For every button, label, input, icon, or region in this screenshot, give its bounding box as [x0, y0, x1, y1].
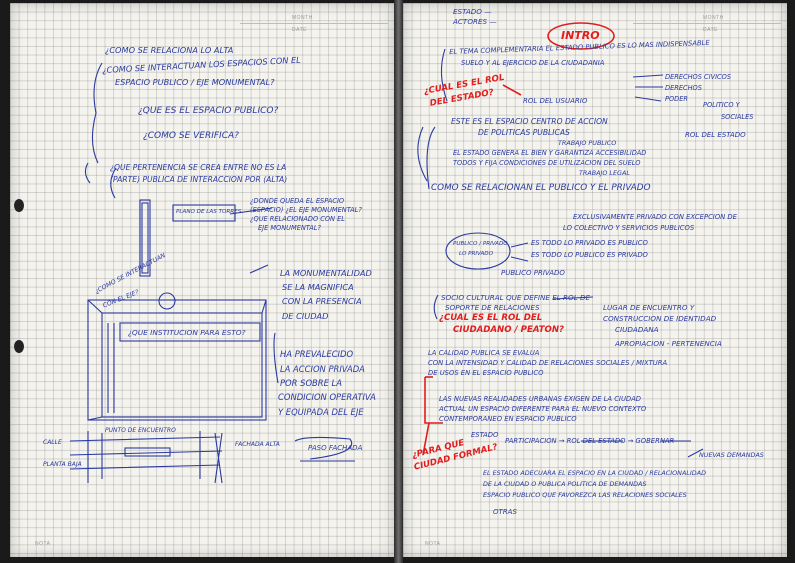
right-line-15c: NUEVAS DEMANDAS: [699, 451, 764, 459]
paragraph-5: Y EQUIPADA DEL EJE: [278, 407, 364, 417]
red-question-2b: CIUDADANO / PEATON?: [453, 325, 565, 335]
top-note-1: ESTADO —: [453, 7, 492, 16]
right-line-11d: CONSTRUCCION DE IDENTIDAD: [603, 314, 717, 323]
right-line-14: LAS NUEVAS REALIDADES URBANAS EXIGEN DE …: [439, 395, 642, 403]
header-date: DATE: [703, 27, 718, 33]
right-line-14c: CONTEMPORANEO EN ESPACIO PUBLICO: [439, 415, 577, 423]
left-question-5b: (PARTE) PUBLICA DE INTERACCION POR (ALTA…: [110, 175, 288, 184]
right-line-4b: DE POLITICAS PUBLICAS: [478, 128, 570, 137]
middle-note-4: DE CIUDAD: [282, 311, 329, 321]
footer-nota: NOTA: [35, 541, 51, 547]
header-date: DATE: [292, 27, 307, 33]
right-line-6c: TRABAJO LEGAL: [579, 169, 630, 177]
paragraph-4: CONDICION OPERATIVA: [278, 392, 376, 402]
note-1: ¿DONDE QUEDA EL ESPACIO: [250, 197, 345, 205]
paragraph-3: POR SOBRE LA: [280, 378, 342, 388]
right-line-11e: CIUDADANA: [615, 325, 659, 334]
right-line-1b: SUELO Y AL EJERCICIO DE LA CIUDADANIA: [461, 59, 605, 67]
right-line-17: OTRAS: [493, 508, 517, 516]
right-line-11c: LUGAR DE ENCUENTRO Y: [603, 303, 695, 312]
top-note-2: ACTORES —: [453, 17, 497, 26]
binder-hole: [14, 340, 24, 353]
right-line-14b: ACTUAL UN ESPACIO DIFERENTE PARA EL NUEV…: [439, 405, 647, 413]
footer-nota: NOTA: [425, 541, 441, 547]
note-1b: (ESPACIO) ¿EL EJE MONUMENTAL?: [250, 206, 362, 214]
sketch-label: PLANO DE LAS TORRES: [176, 209, 242, 215]
right-line-13: LA CALIDAD PUBLICA SE EVALUA: [428, 349, 540, 357]
right-line-4: ESTE ES EL ESPACIO CENTRO DE ACCION: [451, 117, 608, 126]
right-line-9: ES TODO LO PRIVADO ES PUBLICO: [531, 239, 648, 247]
binder-hole: [14, 199, 24, 212]
right-line-2c: PODER: [665, 95, 688, 103]
paragraph-1: HA PREVALECIDO: [280, 349, 354, 359]
middle-note-2: SE LA MAGNIFICA: [282, 282, 354, 292]
right-line-2e: SOCIALES: [721, 113, 754, 121]
bottom-label-2: PUNTO DE ENCUENTRO: [105, 427, 176, 434]
red-question-2: ¿CUAL ES EL ROL DEL: [439, 313, 543, 323]
left-sketches: [69, 62, 355, 484]
right-line-2d: POLITICO Y: [703, 101, 740, 109]
right-line-12: APROPIACION - PERTENENCIA: [615, 339, 722, 348]
right-line-8b: LO COLECTIVO Y SERVICIOS PUBLICOS: [563, 224, 695, 232]
paragraph-2: LA ACCION PRIVADA: [280, 364, 365, 374]
intro-title: INTRO: [561, 29, 600, 42]
note-1d: EJE MONUMENTAL?: [258, 224, 321, 232]
right-line-6b: TODOS Y FIJA CONDICIONES DE UTILIZACION …: [453, 159, 641, 167]
oval-label-2: LO PRIVADO: [459, 251, 494, 257]
right-line-8: EXCLUSIVAMENTE PRIVADO CON EXCEPCION DE: [573, 213, 737, 221]
left-question-3: ¿QUE ES EL ESPACIO PUBLICO?: [138, 106, 279, 116]
right-line-11b: SOPORTE DE RELACIONES: [445, 303, 540, 312]
bottom-label-1: CALLE: [43, 439, 62, 446]
left-question-5: ¿QUE PERTENENCIA SE CREA ENTRE NO ES LA: [110, 163, 287, 172]
right-line-15b: PARTICIPACION → ROL DEL ESTADO → GOBERNA…: [505, 437, 675, 445]
right-line-2b: DERECHOS: [665, 84, 702, 92]
header-month: MONTH: [292, 15, 313, 21]
right-heading: COMO SE RELACIONAN EL PUBLICO Y EL PRIVA…: [431, 183, 651, 193]
middle-note-1: LA MONUMENTALIDAD: [280, 268, 372, 278]
oval-label: PUBLICO / PRIVADO: [453, 241, 508, 247]
right-line-13c: DE USOS EN EL ESPACIO PUBLICO: [428, 369, 544, 377]
bottom-label-5: PLANTA BAJA: [43, 461, 82, 468]
right-sketches: [417, 22, 704, 458]
right-line-2a: DERECHOS CIVICOS: [665, 73, 732, 81]
right-line-10: PUBLICO PRIVADO: [501, 269, 565, 277]
header-rule: [240, 23, 388, 24]
right-line-16b: DE LA CIUDAD O PUBLICA POLITICA DE DEMAN…: [483, 480, 647, 488]
box-label: ¿QUE INSTITUCION PARA ESTO?: [128, 328, 246, 337]
right-line-13b: CON LA INTENSIDAD Y CALIDAD DE RELACIONE…: [428, 359, 668, 367]
note-1c: ¿QUE RELACIONADO CON EL: [250, 215, 345, 223]
right-line-5: TRABAJO PUBLICO: [558, 139, 617, 147]
right-line-3: ROL DEL USUARIO: [523, 97, 588, 105]
right-line-4c: ROL DEL ESTADO: [685, 131, 746, 139]
header-rule: [633, 23, 781, 24]
left-question-4: ¿COMO SE VERIFICA?: [143, 131, 239, 141]
right-line-9b: ES TODO LO PUBLICO ES PRIVADO: [531, 251, 648, 259]
middle-note-3: CON LA PRESENCIA: [282, 296, 362, 306]
left-notebook-page: MONTH DATE NOTA: [10, 3, 394, 557]
notebook-spine: [394, 0, 403, 563]
right-line-6: EL ESTADO GENERA EL BIEN Y GARANTIZA ACC…: [453, 149, 647, 157]
right-notebook-page: MONTH DATE NOTA ESTADO — ACTORES — INTRO…: [403, 3, 787, 557]
right-line-16c: ESPACIO PUBLICO QUE FAVOREZCA LAS RELACI…: [483, 491, 687, 499]
right-line-15: ESTADO: [471, 431, 499, 439]
right-line-16: EL ESTADO ADECUARA EL ESPACIO EN LA CIUD…: [483, 469, 706, 477]
left-question-2b: ESPACIO PUBLICO / EJE MONUMENTAL?: [115, 77, 275, 87]
bottom-label-3: PASO FACHADA: [308, 444, 363, 452]
left-question-1: ¿COMO SE RELACIONA LO ALTA: [105, 45, 234, 55]
right-line-11: SOCIO CULTURAL QUE DEFINE EL ROL DE: [441, 293, 591, 302]
bottom-label-4: FACHADA ALTA: [235, 441, 280, 448]
header-month: MONTH: [703, 15, 724, 21]
